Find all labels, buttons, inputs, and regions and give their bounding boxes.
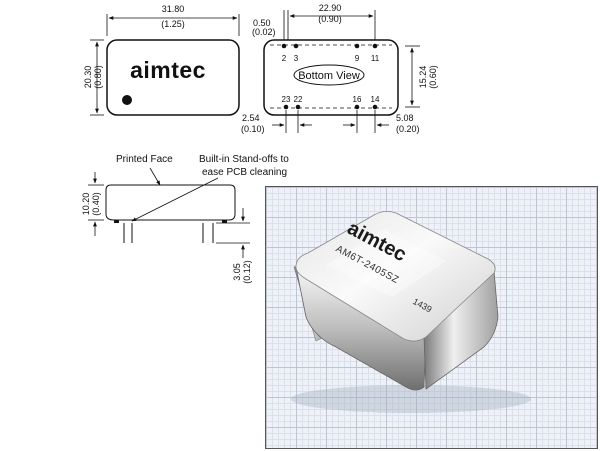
pin-label-22: 22 [294, 95, 303, 104]
module-front-face [295, 266, 427, 391]
bottom-view: 0.50 (0.02) 22.90 (0.90) 2 3 9 11 Bottom… [241, 3, 438, 134]
printed-face-label: Printed Face [116, 154, 173, 165]
standoff-label-line2: ease PCB cleaning [202, 167, 287, 178]
side-height-in: (0.40) [91, 192, 101, 216]
top-view-logo: aimtec [130, 57, 206, 83]
side-height-mm: 10.20 [81, 193, 91, 216]
pin-label-23: 23 [282, 95, 291, 104]
pin-label-9: 9 [355, 54, 360, 63]
pin-label-14: 14 [371, 95, 380, 104]
top-height-mm: 20.30 [83, 66, 93, 89]
left-offset-in: (0.10) [241, 124, 265, 134]
top-view: 31.80 (1.25) aimtec 20.30 (0.80) [83, 4, 240, 116]
pin-label-16: 16 [353, 95, 362, 104]
bottom-view-label-oval [293, 64, 365, 86]
side-view-outline [105, 184, 236, 221]
product-photo: aimtec AM6T-2405SZ 1439 [265, 186, 598, 449]
right-offset-in: (0.20) [396, 124, 420, 134]
standoff-label-line1: Built-in Stand-offs to [199, 154, 289, 165]
pin-label-3: 3 [294, 54, 299, 63]
top-view-outline [106, 39, 240, 116]
top-width-in: (1.25) [161, 19, 185, 29]
module-top-face [295, 211, 496, 342]
left-offset-mm: 2.54 [242, 113, 260, 123]
pin1-indicator-dot [122, 95, 132, 105]
row-spacing-in: (0.60) [428, 65, 438, 89]
top-width-mm: 31.80 [162, 4, 185, 14]
module-photo-drawing: aimtec AM6T-2405SZ 1439 [291, 211, 531, 413]
module-side-face [423, 270, 499, 390]
pitch-mm: 22.90 [319, 3, 342, 13]
pin-length-in: (0.12) [242, 260, 252, 284]
row-spacing-mm: 15.24 [418, 66, 428, 89]
offset-in: (0.02) [252, 27, 276, 37]
top-height-in: (0.80) [93, 65, 103, 89]
pin-label-2: 2 [282, 54, 287, 63]
right-offset-mm: 5.08 [396, 113, 414, 123]
pitch-in: (0.90) [318, 14, 342, 24]
bottom-view-label: Bottom View [298, 70, 360, 82]
side-view: Printed Face Built-in Stand-offs to ease… [81, 154, 289, 284]
pin-length-mm: 3.05 [232, 263, 242, 281]
pin-label-11: 11 [371, 54, 380, 63]
offset-mm: 0.50 [253, 18, 271, 28]
